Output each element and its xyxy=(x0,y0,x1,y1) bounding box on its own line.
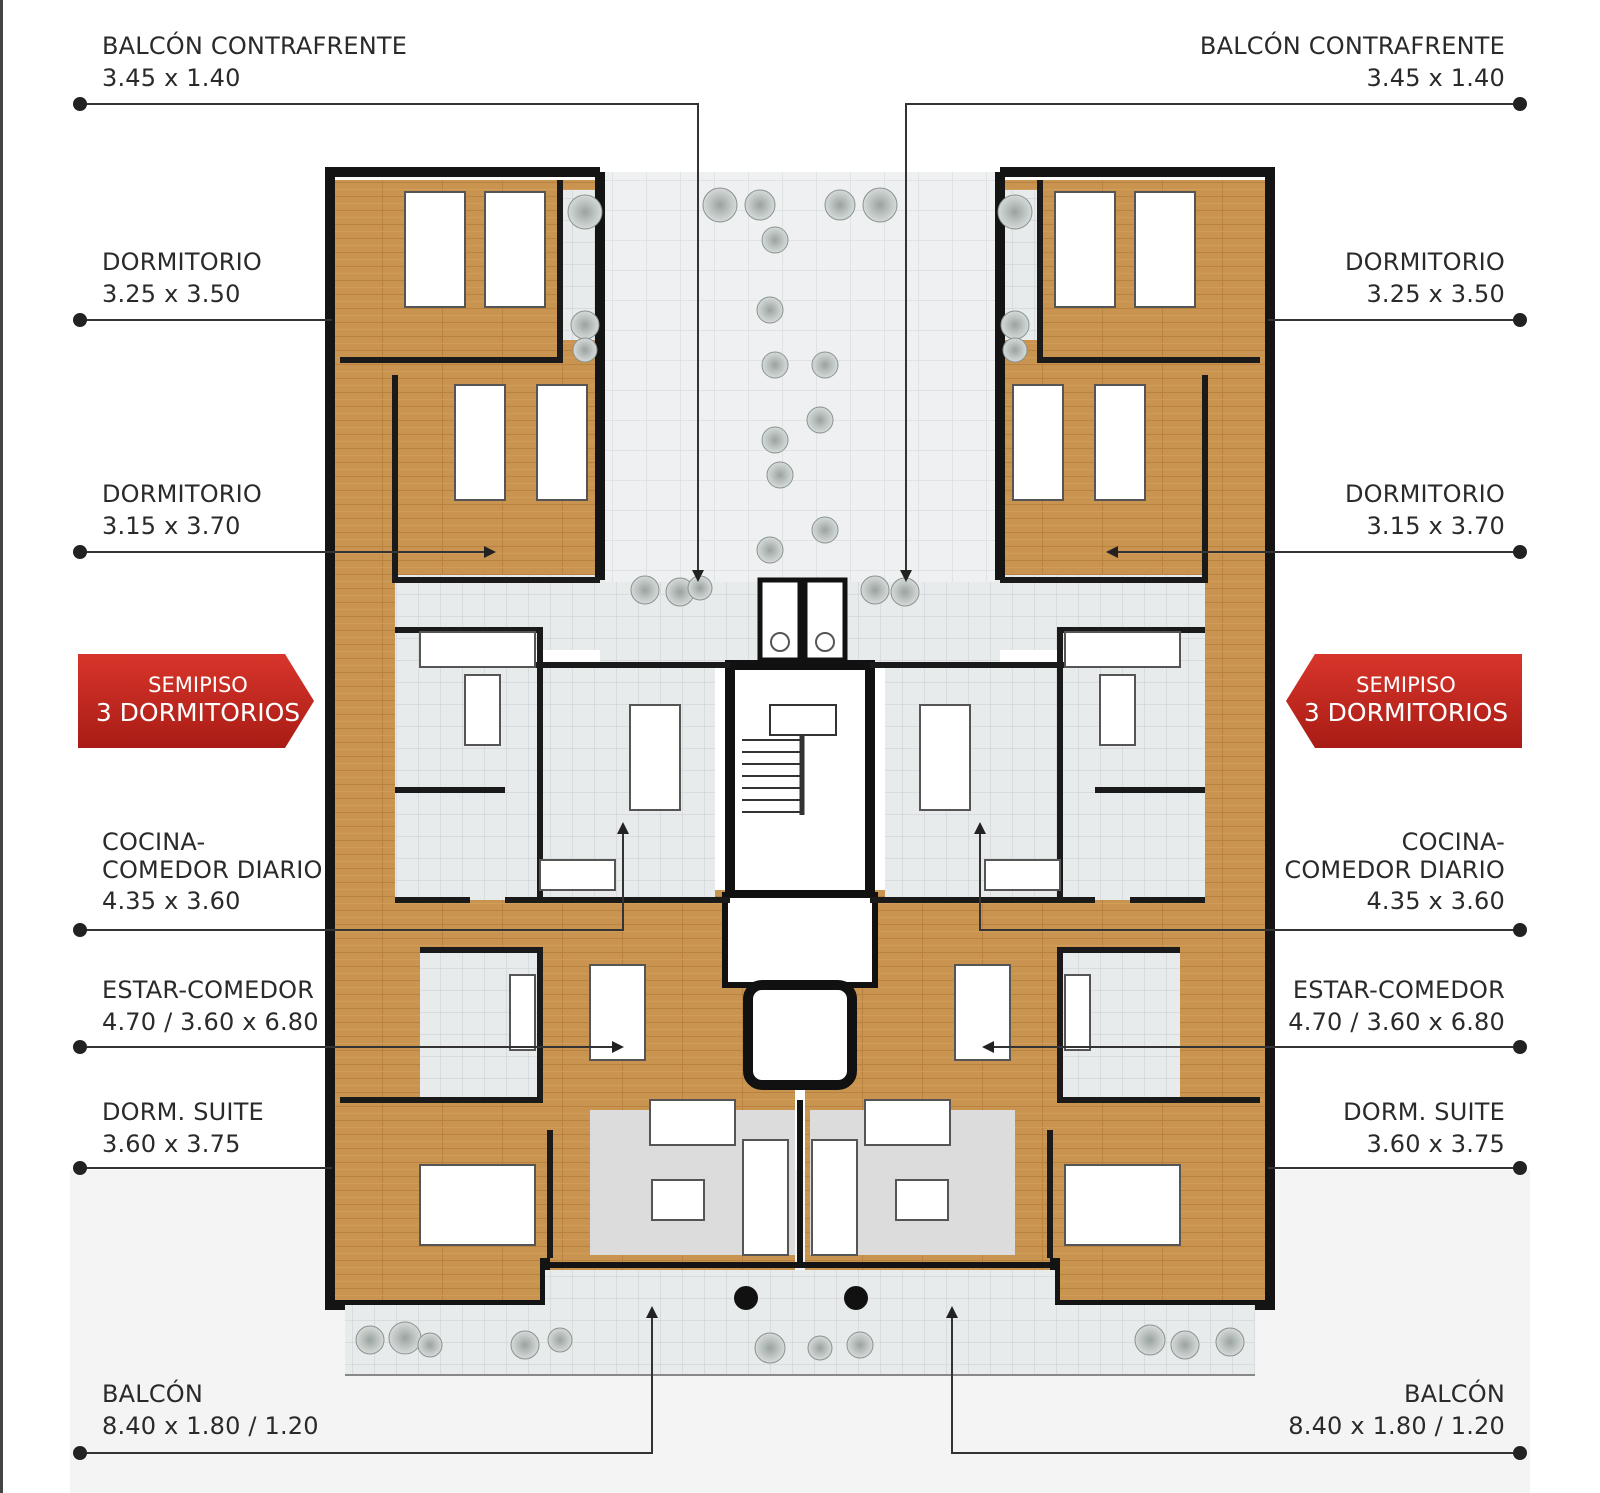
room-name-line-2: COMEDOR DIARIO xyxy=(102,856,323,884)
plants xyxy=(355,187,1245,1364)
furniture xyxy=(419,631,1181,1256)
room-name: BALCÓN xyxy=(102,1380,204,1408)
room-name: DORMITORIO xyxy=(1344,480,1505,508)
beds xyxy=(404,191,1196,1246)
semipiso-badge-right-shape xyxy=(1286,654,1522,748)
page-left-rule xyxy=(0,0,3,1493)
room-name: DORM. SUITE xyxy=(102,1098,264,1126)
room-name: DORMITORIO xyxy=(1344,248,1505,276)
room-name: BALCÓN xyxy=(1403,1380,1505,1408)
label-right-dorm-suite: DORM. SUITE 3.60 x 3.75 xyxy=(1343,1096,1505,1160)
room-name: BALCÓN CONTRAFRENTE xyxy=(102,32,408,60)
badge-line-2: 3 DORMITORIOS xyxy=(1303,698,1509,727)
room-dimensions: 3.25 x 3.50 xyxy=(1366,280,1505,308)
badge-line-2: 3 DORMITORIOS xyxy=(95,698,301,727)
room-dimensions: 3.15 x 3.70 xyxy=(1366,512,1505,540)
front-balcony xyxy=(345,1270,1255,1376)
room-dimensions: 3.25 x 3.50 xyxy=(102,280,241,308)
leader-arrowheads xyxy=(484,546,1118,1318)
label-right-balcon-contrafrente: BALCÓN CONTRAFRENTE 3.45 x 1.40 xyxy=(1200,30,1505,94)
semipiso-badge-left-shape xyxy=(78,654,314,748)
room-dimensions: 3.60 x 3.75 xyxy=(1366,1130,1505,1158)
room-name-line-1: COCINA- xyxy=(1401,828,1505,856)
room-name: DORM. SUITE xyxy=(1343,1098,1505,1126)
room-dimensions: 3.45 x 1.40 xyxy=(1366,64,1505,92)
semipiso-badge-right: SEMIPISO 3 DORMITORIOS xyxy=(1286,654,1526,750)
interior-walls-left xyxy=(340,180,730,1258)
room-dimensions: 8.40 x 1.80 / 1.20 xyxy=(102,1412,319,1440)
label-left-dormitorio-1: DORMITORIO 3.25 x 3.50 xyxy=(102,246,262,310)
label-right-dormitorio-2: DORMITORIO 3.15 x 3.70 xyxy=(1345,478,1505,542)
label-left-dormitorio-2: DORMITORIO 3.15 x 3.70 xyxy=(102,478,262,542)
leader-dots xyxy=(73,97,1527,1460)
courtyard xyxy=(600,172,1000,582)
label-right-dormitorio-1: DORMITORIO 3.25 x 3.50 xyxy=(1345,246,1505,310)
room-dimensions: 4.70 / 3.60 x 6.80 xyxy=(1288,1008,1505,1036)
room-dimensions: 3.60 x 3.75 xyxy=(102,1130,241,1158)
room-name: ESTAR-COMEDOR xyxy=(1292,976,1505,1004)
room-name: DORMITORIO xyxy=(102,248,263,276)
badge-line-1: SEMIPISO xyxy=(148,673,248,697)
room-dimensions: 4.35 x 3.60 xyxy=(1366,887,1505,915)
label-left-estar-comedor: ESTAR-COMEDOR 4.70 / 3.60 x 6.80 xyxy=(102,974,319,1038)
semipiso-badge-left: SEMIPISO 3 DORMITORIOS xyxy=(78,654,318,750)
room-dimensions: 4.70 / 3.60 x 6.80 xyxy=(102,1008,319,1036)
badge-line-1: SEMIPISO xyxy=(1356,673,1456,697)
label-left-dorm-suite: DORM. SUITE 3.60 x 3.75 xyxy=(102,1096,264,1160)
label-right-cocina: COCINA- COMEDOR DIARIO 4.35 x 3.60 xyxy=(1284,828,1505,918)
room-dimensions: 3.45 x 1.40 xyxy=(102,64,241,92)
label-right-balcon: BALCÓN 8.40 x 1.80 / 1.20 xyxy=(1288,1378,1505,1442)
room-dimensions: 4.35 x 3.60 xyxy=(102,887,241,915)
label-right-estar-comedor: ESTAR-COMEDOR 4.70 / 3.60 x 6.80 xyxy=(1288,974,1505,1038)
interior-walls-right xyxy=(870,180,1260,1258)
label-left-balcon: BALCÓN 8.40 x 1.80 / 1.20 xyxy=(102,1378,319,1442)
room-dimensions: 3.15 x 3.70 xyxy=(102,512,241,540)
leader-lines xyxy=(80,103,1520,1454)
room-name: DORMITORIO xyxy=(102,480,263,508)
room-name-line-1: COCINA- xyxy=(102,828,206,856)
room-name: BALCÓN CONTRAFRENTE xyxy=(1199,32,1505,60)
label-left-cocina: COCINA- COMEDOR DIARIO 4.35 x 3.60 xyxy=(102,828,323,918)
building-core xyxy=(722,577,878,1090)
room-name-line-2: COMEDOR DIARIO xyxy=(1284,856,1505,884)
room-name: ESTAR-COMEDOR xyxy=(102,976,315,1004)
label-left-balcon-contrafrente: BALCÓN CONTRAFRENTE 3.45 x 1.40 xyxy=(102,30,407,94)
room-dimensions: 8.40 x 1.80 / 1.20 xyxy=(1288,1412,1505,1440)
